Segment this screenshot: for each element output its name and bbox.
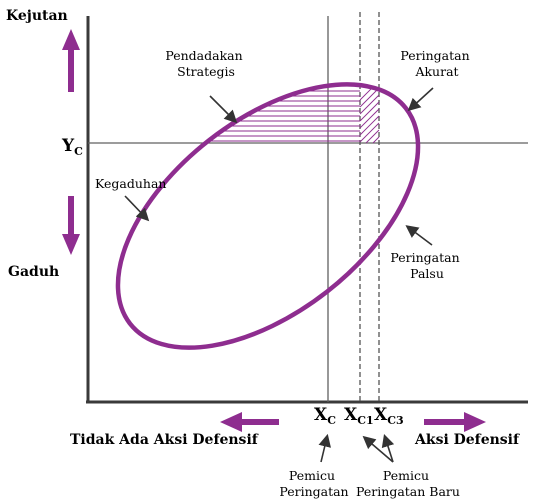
peringatan-akurat-label: Peringatan Akurat [400, 48, 473, 79]
pemicu-baru-arrow-right-icon [381, 433, 395, 463]
pemicu-peringatan-line2: Peringatan [279, 484, 348, 499]
xc-label-main: X [314, 405, 328, 425]
noise-signal-ellipse [115, 82, 421, 350]
xc3-label-main: X [374, 405, 388, 425]
yc-label-main: Y [61, 136, 75, 156]
y-top-label: Kejutan [6, 8, 68, 24]
xc1-label-main: X [344, 405, 358, 425]
down-arrow-icon [62, 196, 80, 255]
pemicu-baru-line2: Peringatan Baru [356, 484, 460, 499]
x-left-label: Tidak Ada Aksi Defensif [70, 432, 259, 448]
pendadakan-arrow-icon [209, 95, 238, 124]
kegaduhan-label: Kegaduhan [95, 176, 166, 191]
right-arrow-icon [424, 412, 486, 432]
yc-label: YC [61, 136, 83, 158]
xc1-label: XC1 [344, 405, 374, 427]
x-right-label: Aksi Defensif [414, 432, 520, 448]
xc-label: XC [314, 405, 336, 427]
peringatan-palsu-arrow-icon [405, 225, 433, 246]
pendadakan-line1: Pendadakan [165, 48, 242, 63]
peringatan-palsu-line2: Palsu [410, 266, 444, 281]
peringatan-palsu-line1: Peringatan [390, 250, 459, 265]
pendadakan-line2: Strategis [177, 64, 235, 79]
peringatan-akurat-line2: Akurat [414, 64, 458, 79]
accurate-warning-hatch [359, 80, 380, 144]
kegaduhan-arrow-icon [124, 195, 150, 222]
xc3-label: XC3 [374, 405, 404, 427]
pemicu-baru-arrow-left-icon [362, 435, 394, 463]
pemicu-baru-label: Pemicu Peringatan Baru [356, 468, 460, 499]
peringatan-akurat-arrow-icon [407, 87, 434, 112]
y-bottom-label: Gaduh [8, 264, 59, 280]
pemicu-peringatan-label: Pemicu Peringatan [279, 468, 348, 499]
peringatan-akurat-line1: Peringatan [400, 48, 469, 63]
yc-label-sub: C [74, 145, 83, 158]
peringatan-palsu-label: Peringatan Palsu [390, 250, 463, 281]
pemicu-peringatan-line1: Pemicu [289, 468, 335, 483]
pemicu-peringatan-arrow-icon [318, 433, 331, 463]
xc1-label-sub: C1 [357, 414, 373, 427]
pendadakan-label: Pendadakan Strategis [165, 48, 246, 79]
up-arrow-icon [62, 29, 80, 92]
left-arrow-icon [220, 412, 279, 432]
xc3-label-sub: C3 [387, 414, 403, 427]
xc-label-sub: C [327, 414, 336, 427]
pemicu-baru-line1: Pemicu [383, 468, 429, 483]
